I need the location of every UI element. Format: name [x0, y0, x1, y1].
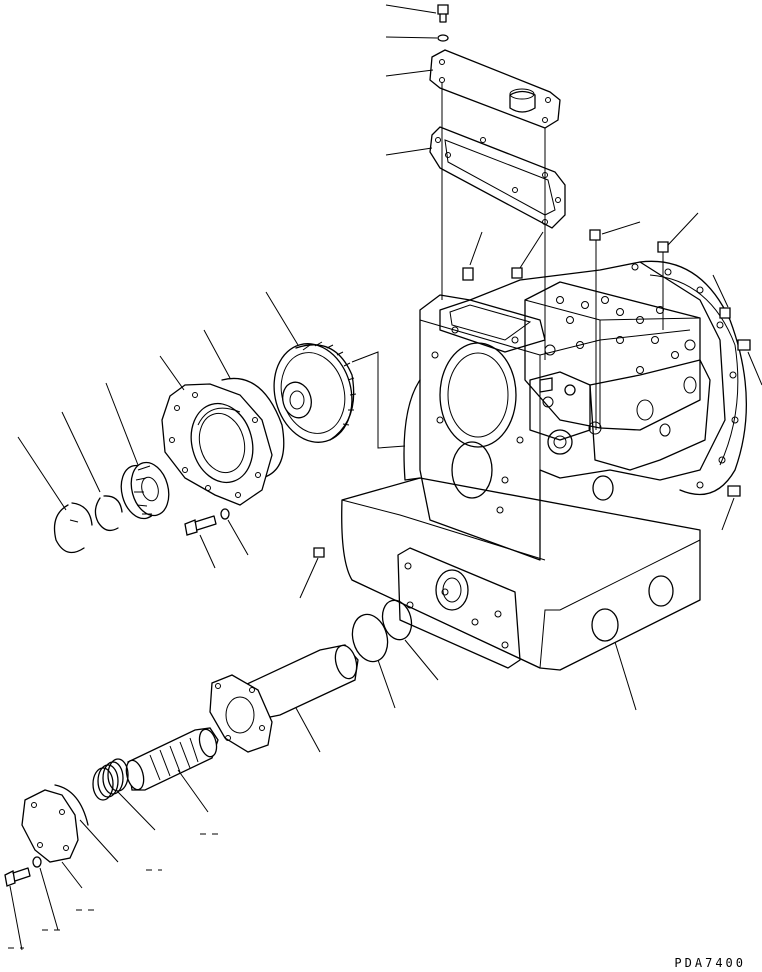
output-shaft-retainer	[209, 644, 359, 753]
drawing-code: PDA7400	[674, 956, 746, 970]
snap-ring-medium	[94, 495, 123, 532]
spring	[92, 758, 129, 801]
cover-bolt	[437, 4, 449, 42]
cover-gasket	[429, 126, 566, 229]
drive-gear	[273, 341, 357, 443]
bearing	[120, 461, 170, 520]
top-cover	[429, 49, 561, 129]
spline-shaft	[125, 727, 219, 791]
plug-fittings	[313, 229, 751, 558]
end-cover-bolt	[4, 856, 42, 887]
leader-lines	[8, 4, 762, 951]
pump-bolt	[184, 508, 230, 536]
transmission-case	[341, 260, 748, 671]
end-cover	[21, 784, 89, 863]
pump-cover	[161, 383, 273, 506]
snap-ring-small	[53, 502, 93, 554]
o-rings	[351, 599, 413, 663]
snap-ring-large	[221, 377, 285, 479]
